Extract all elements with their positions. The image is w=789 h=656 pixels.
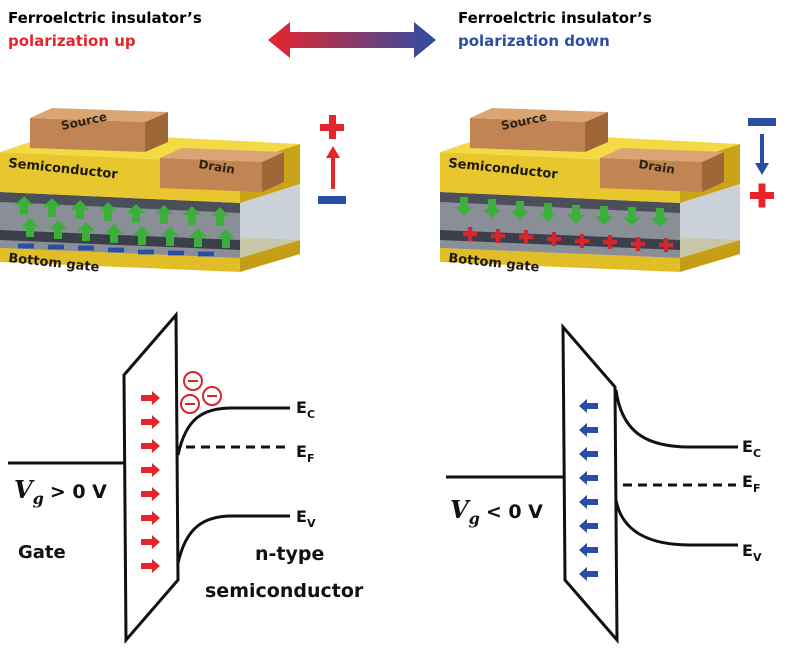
right-ec-line [614, 389, 738, 449]
right-polarization-arrows [579, 399, 598, 581]
right-band-diagram [446, 322, 738, 645]
double-arrow-icon [268, 22, 436, 58]
left-gate-voltage-label: Vg> 0 V [14, 475, 107, 508]
right-ev-label: EV [742, 541, 762, 564]
gate-label: Gate [18, 542, 66, 563]
left-ev-line [176, 514, 290, 564]
right-ef-label: EF [742, 472, 760, 495]
right-insulator [561, 322, 619, 645]
n-type-label: n-type [255, 543, 324, 565]
left-band-diagram [8, 311, 290, 644]
right-polarization-down-icon [748, 118, 776, 208]
left-electron-icons [180, 371, 222, 414]
left-polarization-arrows [141, 391, 160, 573]
right-ev-line [614, 499, 738, 547]
right-device [440, 108, 776, 272]
left-drain-label: Drain [198, 157, 236, 177]
left-polarization-up-icon [318, 115, 346, 204]
right-panel-state: polarization down [458, 32, 610, 50]
right-drain-label: Drain [638, 157, 676, 177]
right-panel-title: Ferroelctric insulator’s [458, 9, 652, 27]
left-ec-label: EC [296, 398, 315, 421]
left-device [0, 108, 346, 272]
left-ef-label: EF [296, 442, 314, 465]
left-ev-label: EV [296, 507, 316, 530]
right-gate-voltage-label: Vg< 0 V [450, 495, 543, 528]
semiconductor-label: semiconductor [205, 580, 364, 602]
left-panel-title: Ferroelctric insulator’s [8, 9, 202, 27]
left-insulator [122, 311, 180, 644]
left-ec-line [176, 406, 290, 456]
right-ec-label: EC [742, 437, 761, 460]
left-panel-state: polarization up [8, 32, 136, 50]
